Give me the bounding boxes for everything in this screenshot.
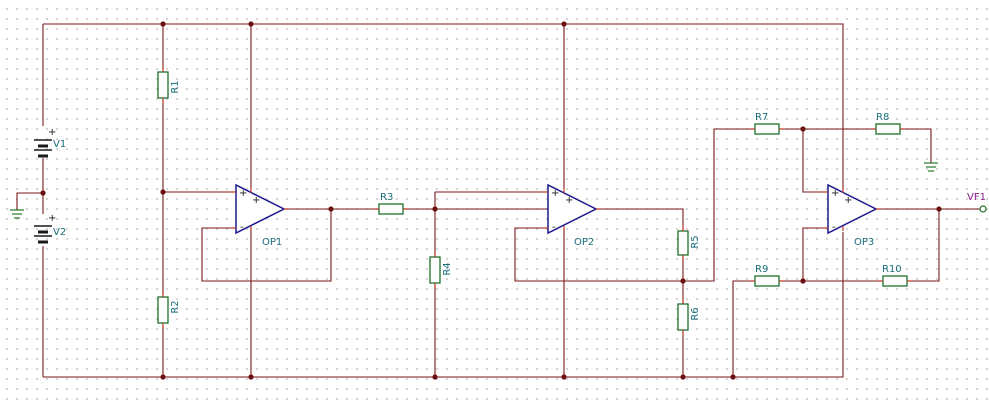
junction-dot [432,374,438,380]
opamp-op3[interactable]: + - + OP3 [823,183,881,248]
opamp-label: OP1 [262,237,282,248]
junction-dot [936,206,942,212]
resistor-r4[interactable]: R4 [429,252,453,288]
junction-dot [680,278,686,284]
battery-label: V2 [53,227,66,238]
resistor-r8[interactable]: R8 [871,112,905,135]
probe-terminal-icon [979,205,987,213]
junction-dot [800,126,806,132]
resistor-label: R8 [876,112,889,123]
resistor-r7[interactable]: R7 [750,112,784,135]
resistor-label: R10 [882,264,902,275]
junction-dot [160,189,166,195]
resistor-r1[interactable]: R1 [157,67,181,103]
opamp-minus-pin: - [552,222,556,233]
resistor-label: R7 [755,112,768,123]
resistor-label: R1 [170,80,181,93]
junction-dots [40,21,942,380]
battery-plus-sign: + [48,213,56,224]
junction-dot [680,374,686,380]
opamp-label: OP2 [574,237,594,248]
resistor-r3[interactable]: R3 [374,192,408,215]
resistor-label: R4 [442,262,453,275]
opamp-plus-pin: + [252,195,260,206]
opamp-op1[interactable]: + - + OP1 [231,183,289,248]
junction-dot [800,278,806,284]
resistor-label: R9 [755,264,768,275]
opamp-plus-pin: + [844,195,852,206]
wires [16,23,980,378]
junction-dot [561,21,567,27]
junction-dot [561,374,567,380]
battery-v2[interactable]: + V2 [34,213,66,244]
opamp-plus-pin: + [551,188,559,199]
resistor-r2[interactable]: R2 [157,292,181,328]
resistor-label: R6 [690,307,701,320]
junction-dot [248,374,254,380]
opamp-plus-pin: + [831,188,839,199]
opamp-minus-pin: - [832,222,836,233]
opamp-minus-pin: - [240,222,244,233]
resistor-label: R2 [170,300,181,313]
resistor-r10[interactable]: R10 [878,264,912,287]
resistor-label: R5 [690,235,701,248]
opamp-plus-pin: + [565,195,573,206]
resistor-r9[interactable]: R9 [750,264,784,287]
junction-dot [248,21,254,27]
opamp-plus-pin: + [239,188,247,199]
battery-v1[interactable]: + V1 [34,127,66,158]
output-label: VF1 [967,192,986,203]
opamp-op2[interactable]: + - + OP2 [543,183,601,248]
junction-dot [40,190,46,196]
junction-dot [328,206,334,212]
battery-plus-sign: + [48,127,56,138]
junction-dot [432,206,438,212]
top-rail-wire [43,23,844,190]
ground-icon [10,209,24,219]
junction-dot [160,21,166,27]
resistor-r5[interactable]: R5 [677,226,701,260]
ground-tap-wire [16,192,43,210]
opamp-label: OP3 [854,237,874,248]
ground-icon [924,162,938,172]
bottom-rail-wire [43,232,844,378]
battery-label: V1 [53,139,66,150]
output-probe-vf1[interactable]: VF1 [967,192,987,213]
junction-dot [730,374,736,380]
junction-dot [160,374,166,380]
resistor-r6[interactable]: R6 [677,299,701,335]
resistor-label: R3 [380,192,393,203]
